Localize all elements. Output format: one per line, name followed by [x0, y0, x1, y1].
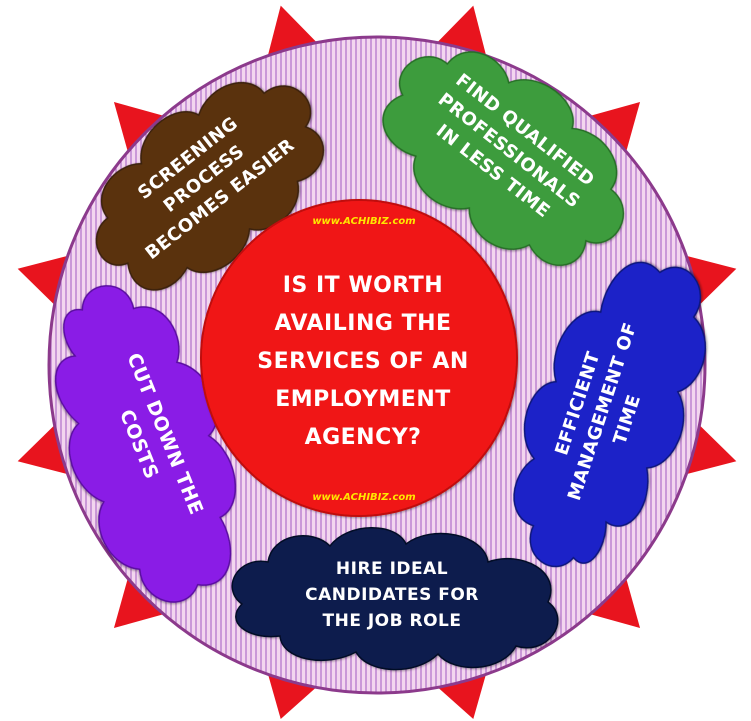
- cloud-costs-shape: [54, 285, 236, 603]
- center-title-line-3: SERVICES OF AN: [257, 349, 469, 374]
- center-circle: [200, 199, 518, 517]
- cloud-hire-line-1: HIRE IDEAL: [336, 559, 448, 579]
- cloud-screening-shape: [95, 82, 325, 291]
- cloud-hire-shape: [231, 527, 559, 671]
- spike-11: [113, 101, 171, 159]
- cloud-hire-line-3: THE JOB ROLE: [323, 611, 462, 631]
- center-title-line-4: EMPLOYMENT: [275, 387, 450, 412]
- cloud-hire: HIRE IDEAL CANDIDATES FOR THE JOB ROLE: [231, 527, 559, 671]
- cloud-efficient-shape: [513, 261, 707, 568]
- cloud-professionals: FIND QUALIFIED PROFESSIONALS IN LESS TIM…: [382, 51, 624, 267]
- spike-5: [583, 571, 641, 629]
- center-title-line-5: AGENCY?: [305, 425, 422, 450]
- center-title-line-2: AVAILING THE: [274, 311, 451, 336]
- cloud-professionals-shape: [382, 51, 624, 267]
- cloud-costs: CUT DOWN THE COSTS: [54, 285, 236, 603]
- cloud-efficient: EFFICIENT MANAGEMENT OF TIME: [513, 261, 707, 568]
- spike-2: [583, 101, 641, 159]
- brand-bottom: www.ACHIBIZ.com: [312, 492, 415, 503]
- center-title-line-1: IS IT WORTH: [283, 273, 443, 298]
- cloud-hire-line-2: CANDIDATES FOR: [305, 585, 479, 605]
- spike-8: [113, 571, 171, 629]
- brand-top: www.ACHIBIZ.com: [312, 216, 415, 227]
